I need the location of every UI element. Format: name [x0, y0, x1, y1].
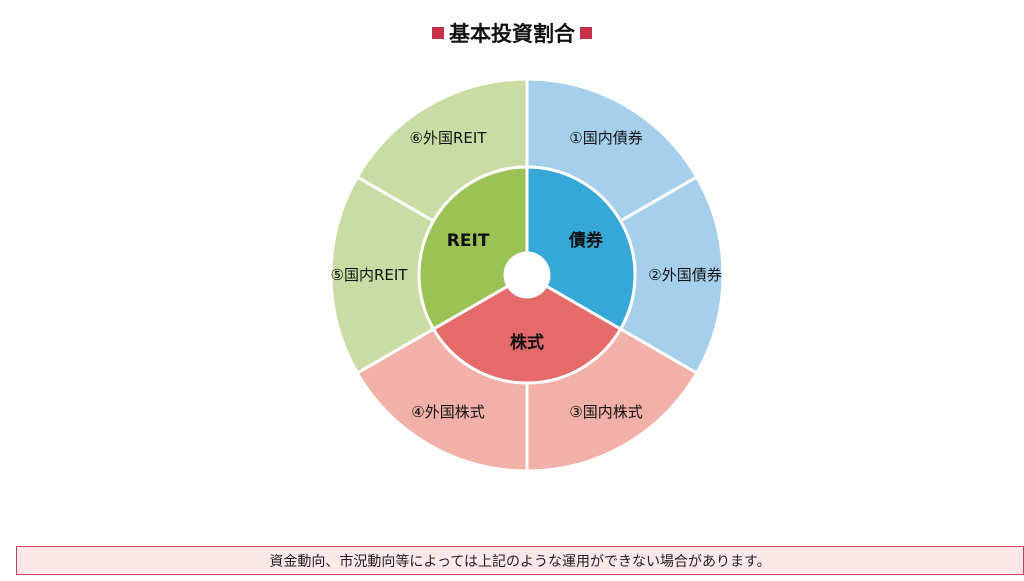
- footer-note: 資金動向、市況動向等によっては上記のような運用ができない場合があります。: [16, 546, 1024, 575]
- footer-note-text: 資金動向、市況動向等によっては上記のような運用ができない場合があります。: [269, 553, 771, 570]
- outer-slice-label-4: ④外国株式: [411, 403, 484, 421]
- inner-ring: [417, 165, 637, 385]
- outer-slice-label-3: ③国内株式: [569, 403, 642, 421]
- chart-title-text: 基本投資割合: [449, 22, 575, 46]
- outer-slice-label-5: ⑤国内REIT: [331, 266, 409, 284]
- outer-slice-label-6: ⑥外国REIT: [410, 129, 488, 147]
- inner-slice-label-1: 債券: [568, 230, 604, 251]
- chart-title: 基本投資割合: [0, 18, 1024, 48]
- outer-slice-label-2: ②外国債券: [648, 266, 721, 284]
- inner-slice-label-3: REIT: [447, 231, 490, 251]
- inner-slice-label-2: 株式: [510, 332, 544, 353]
- outer-slice-label-1: ①国内債券: [569, 129, 642, 147]
- center-hole: [505, 253, 549, 297]
- outer-ring: [329, 77, 725, 473]
- title-mark-right-icon: [580, 27, 592, 39]
- title-mark-left-icon: [432, 27, 444, 39]
